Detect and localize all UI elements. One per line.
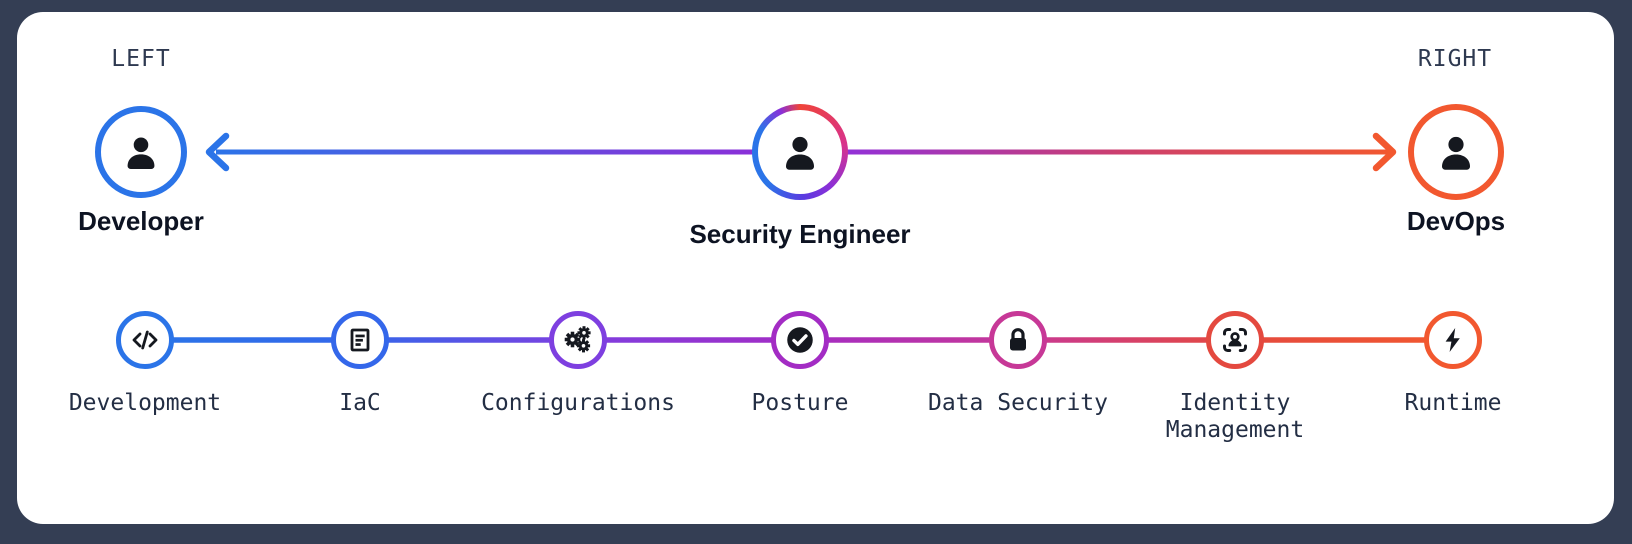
lock-icon <box>1010 328 1026 351</box>
actor-label-devops: DevOps <box>1406 206 1506 236</box>
diagram-card <box>17 12 1614 524</box>
person-icon <box>1442 136 1470 170</box>
actor-developer <box>95 106 187 198</box>
stage-label-development: Development <box>68 390 222 416</box>
stage-label-configurations: Configurations <box>481 390 675 416</box>
stage-label-iac: IaC <box>339 390 381 416</box>
actor-label-security-engineer: Security Engineer <box>689 219 911 249</box>
stage-label-runtime: Runtime <box>1404 390 1502 416</box>
stage-node-data-security <box>989 311 1047 369</box>
stage-node-development <box>116 311 174 369</box>
actor-label-developer: Developer <box>78 206 204 236</box>
person-icon <box>127 137 155 169</box>
gears-icon <box>562 324 593 354</box>
user-scan-icon <box>1223 328 1247 352</box>
stage-node-identity-management <box>1206 311 1264 369</box>
stage-node-runtime <box>1424 311 1482 369</box>
stage-node-configurations <box>549 311 607 369</box>
lightning-icon <box>1445 328 1460 352</box>
right-label: RIGHT <box>1417 46 1493 72</box>
left-label: LEFT <box>111 46 171 72</box>
actor-devops <box>1408 104 1504 200</box>
stage-node-posture <box>771 311 829 369</box>
stage-label-data-security: Data Security <box>927 390 1109 416</box>
code-icon <box>132 330 158 350</box>
actor-security-engineer <box>752 104 848 200</box>
document-icon <box>350 328 370 352</box>
person-icon <box>786 136 814 170</box>
check-circle-icon <box>787 327 813 353</box>
stage-node-iac <box>331 311 389 369</box>
stage-label-identity-management: Identity Management <box>1165 390 1305 443</box>
stage-label-posture: Posture <box>751 390 849 416</box>
